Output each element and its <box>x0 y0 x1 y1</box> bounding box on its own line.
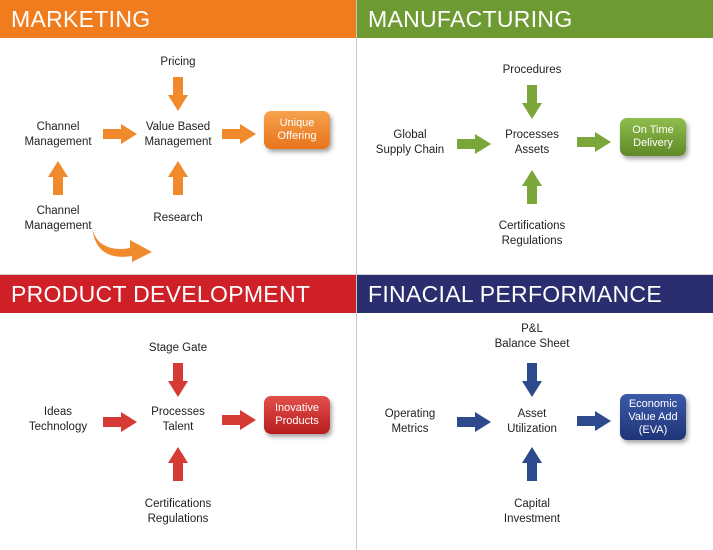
product-development-result-box: Inovative Products <box>264 396 330 434</box>
marketing-center-label: Value Based Management <box>144 121 212 148</box>
manufacturing-center-label: Processes Assets <box>505 129 559 156</box>
marketing-bottom-label: Research <box>153 212 203 224</box>
product-development-left-label: Ideas Technology <box>28 406 88 433</box>
financial-performance-left-arrow <box>457 412 491 432</box>
marketing-down-arrow <box>168 77 188 111</box>
product-development-center-label: Processes Talent <box>151 406 205 433</box>
financial-performance-header: FINACIAL PERFORMANCE <box>357 275 713 313</box>
product-development-left-arrow <box>103 412 137 432</box>
financial-performance-left-label: Operating Metrics <box>384 408 436 435</box>
product-development-top-label: Stage Gate <box>148 342 208 354</box>
vertical-divider <box>356 0 357 550</box>
product-development-up-arrow <box>168 447 188 481</box>
financial-performance-result-arrow <box>577 411 611 431</box>
marketing-left-arrow <box>103 124 137 144</box>
financial-performance-result-box: Economic Value Add (EVA) <box>620 394 686 440</box>
marketing-quadrant: MARKETING Pricing Channel Management Val… <box>0 0 356 275</box>
manufacturing-header: MANUFACTURING <box>357 0 713 38</box>
manufacturing-down-arrow <box>522 85 542 119</box>
product-development-down-arrow <box>168 363 188 397</box>
marketing-left-label: Channel Management <box>24 121 92 148</box>
marketing-result-arrow <box>222 124 256 144</box>
financial-performance-up-arrow <box>522 447 542 481</box>
manufacturing-up-arrow <box>522 170 542 204</box>
manufacturing-result-arrow <box>577 132 611 152</box>
manufacturing-top-label: Procedures <box>502 64 562 76</box>
manufacturing-quadrant: MANUFACTURING Procedures Global Supply C… <box>357 0 713 275</box>
product-development-result-arrow <box>222 410 256 430</box>
marketing-up-arrow-center <box>168 161 188 195</box>
horizontal-divider <box>0 274 713 275</box>
manufacturing-left-label: Global Supply Chain <box>375 129 445 156</box>
financial-performance-down-arrow <box>522 363 542 397</box>
marketing-top-label: Pricing <box>160 56 196 68</box>
marketing-result-box: Unique Offering <box>264 111 330 149</box>
financial-performance-bottom-label: Capital Investment <box>503 498 561 525</box>
manufacturing-result-box: On Time Delivery <box>620 118 686 156</box>
financial-performance-center-label: Asset Utilization <box>507 408 557 435</box>
financial-performance-top-label: P&L Balance Sheet <box>494 323 570 350</box>
product-development-bottom-label: Certifications Regulations <box>144 498 212 525</box>
marketing-header: MARKETING <box>0 0 356 38</box>
financial-performance-quadrant: FINACIAL PERFORMANCE P&L Balance Sheet O… <box>357 275 713 550</box>
marketing-bottom-left-label: Channel Management <box>24 205 92 232</box>
marketing-curved-arrow <box>92 226 152 262</box>
manufacturing-bottom-label: Certifications Regulations <box>498 220 566 247</box>
manufacturing-left-arrow <box>457 134 491 154</box>
marketing-up-arrow-left <box>48 161 68 195</box>
product-development-quadrant: PRODUCT DEVELOPMENT Stage Gate Ideas Tec… <box>0 275 356 550</box>
product-development-header: PRODUCT DEVELOPMENT <box>0 275 356 313</box>
